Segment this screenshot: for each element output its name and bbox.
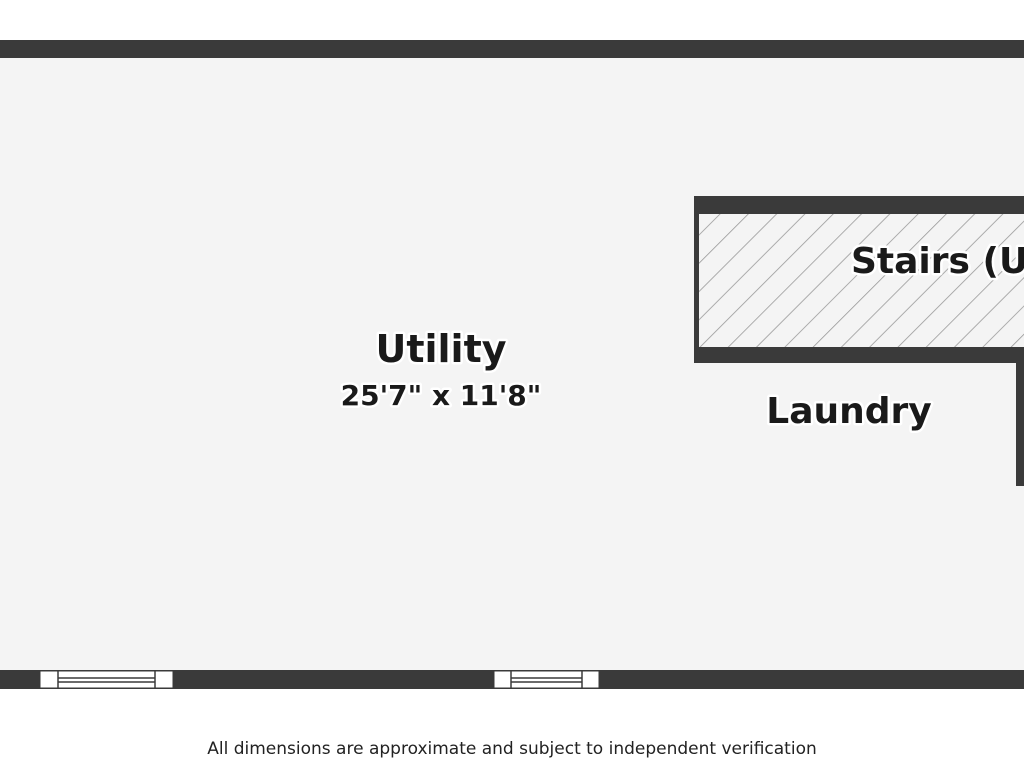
utility-label: Utility [375, 327, 506, 371]
window-left [39, 670, 174, 689]
utility-dimensions: 25'7" x 11'8" [341, 379, 542, 412]
window-icon [493, 670, 600, 689]
disclaimer-text: All dimensions are approximate and subje… [207, 739, 817, 759]
laundry-wall [1016, 350, 1024, 486]
stairs-bottom-wall [694, 347, 1024, 363]
window-center [493, 670, 600, 689]
window-icon [39, 670, 174, 689]
stairs-left-wall [694, 196, 699, 363]
utility-floor [0, 58, 1024, 670]
stairs-top-wall [694, 196, 1024, 214]
stairs-label: Stairs (U [851, 241, 1024, 282]
laundry-label: Laundry [766, 391, 931, 432]
stairs-area [694, 214, 1024, 347]
top-wall [0, 40, 1024, 58]
